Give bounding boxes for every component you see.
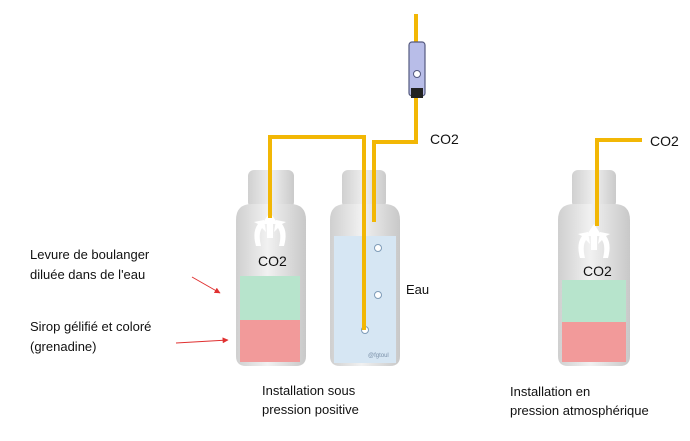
bubble-icon: [374, 244, 382, 252]
label-water: Eau: [406, 282, 429, 297]
co2-label-left-bottle: CO2: [258, 253, 287, 269]
caption-right-line2: pression atmosphérique: [510, 403, 649, 418]
bottle-neck: [572, 170, 616, 208]
yeast-layer: [240, 276, 300, 320]
yeast-layer: [562, 280, 626, 322]
syrup-layer: [562, 322, 626, 362]
tubing: [268, 14, 642, 330]
upward-arrows-icon: [254, 212, 286, 246]
label-co2-outlet-left: CO2: [430, 131, 459, 147]
caption-left-line2: pression positive: [262, 402, 359, 417]
caption-left-line1: Installation sous: [262, 383, 356, 398]
label-syrup-line2: (grenadine): [30, 339, 97, 354]
upward-arrows-icon: [578, 224, 610, 258]
label-co2-outlet-right: CO2: [650, 133, 679, 149]
bottle-yeast-atmospheric: CO2: [558, 170, 630, 366]
tube-bottle3-outlet: [595, 138, 642, 226]
watermark: @fgtoul: [368, 353, 389, 359]
syrup-layer: [240, 320, 300, 362]
bubble-icon: [374, 291, 382, 299]
bottle-yeast-positive: CO2: [236, 170, 306, 366]
label-yeast-line2: diluée dans de l'eau: [30, 267, 145, 282]
tube-bottle2-outlet: [372, 98, 418, 222]
pointer-arrow-syrup: [175, 337, 229, 344]
tube-bottle1-to-bottle2: [268, 135, 366, 330]
caption-right-line1: Installation en: [510, 384, 590, 399]
label-syrup-line1: Sirop gélifié et coloré: [30, 319, 151, 334]
pointer-arrow-yeast: [191, 276, 221, 294]
bubble-counter-icon: [408, 41, 426, 98]
co2-label-right-bottle: CO2: [583, 263, 612, 279]
label-yeast-line1: Levure de boulanger: [30, 247, 150, 262]
